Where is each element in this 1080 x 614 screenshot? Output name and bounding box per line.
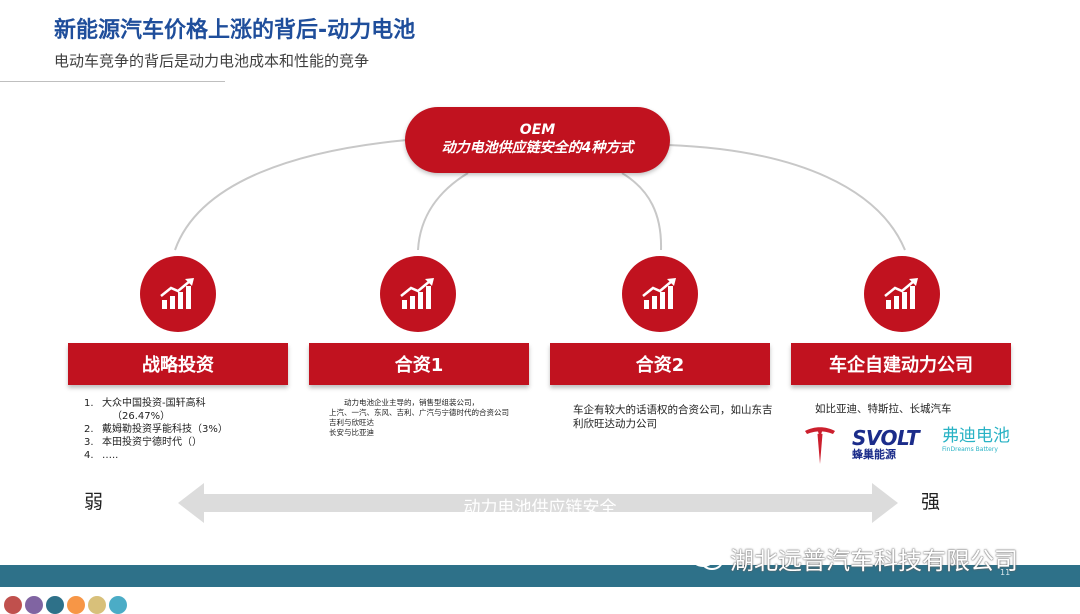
findreams-logo: 弗迪电池 FinDreams Battery	[942, 426, 1022, 460]
connector-line-2	[417, 172, 469, 251]
supply-chain-arrow	[178, 483, 898, 523]
connector-line-1	[174, 139, 408, 251]
color-dot	[109, 596, 127, 614]
growth-chart-icon	[160, 278, 194, 309]
watermark-text: 湖北远普汽车科技有限公司	[730, 547, 1018, 575]
oem-pill: OEM 动力电池供应链安全的4种方式	[405, 107, 670, 173]
connector-line-3	[621, 172, 663, 251]
title-divider	[0, 81, 225, 82]
category-icon-circle-4	[864, 256, 940, 332]
jv1-line: 吉利与欣旺达	[329, 418, 374, 427]
svolt-logo: SVOLT 蜂巢能源	[852, 428, 932, 462]
category-icon-circle-1	[140, 256, 216, 332]
watermark: 湖北远普汽车科技有限公司	[690, 541, 1018, 576]
findreams-logo-en: FinDreams Battery	[942, 446, 998, 453]
scale-strong-label: 强	[921, 491, 941, 513]
page-number: 11	[1000, 568, 1011, 577]
category-icon-circle-2	[380, 256, 456, 332]
self-built-text: 如比亚迪、特斯拉、长城汽车	[815, 403, 952, 415]
category-icon-circle-3	[622, 256, 698, 332]
scale-weak-label: 弱	[84, 491, 104, 513]
connector-line-4	[667, 144, 906, 251]
category-joint-venture-1: 合资1	[309, 343, 529, 385]
category-joint-venture-2: 合资2	[550, 343, 770, 385]
color-dot	[46, 596, 64, 614]
wechat-icon	[691, 546, 723, 570]
strategic-investment-list: 1.大众中国投资-国轩高科 （26.47%） 2.戴姆勒投资孚能科技（3%） 3…	[84, 397, 228, 462]
growth-chart-icon	[884, 278, 918, 309]
list-item: 2.戴姆勒投资孚能科技（3%）	[84, 424, 228, 435]
growth-chart-icon	[400, 278, 434, 309]
oem-subtitle: 动力电池供应链安全的4种方式	[441, 140, 634, 156]
tesla-logo	[805, 427, 835, 464]
footer-band	[0, 565, 1080, 587]
joint-venture-2-text: 车企有较大的话语权的合资公司，如山东吉利欣旺达动力公司	[573, 404, 773, 430]
color-dot	[67, 596, 85, 614]
list-item: （26.47%）	[112, 411, 171, 422]
category-self-built: 车企自建动力公司	[791, 343, 1011, 385]
svolt-logo-text: SVOLT	[852, 426, 920, 450]
list-item: 1.大众中国投资-国轩高科	[84, 398, 206, 409]
list-item: 4.…..	[84, 450, 119, 461]
color-dot	[4, 596, 22, 614]
page-title: 新能源汽车价格上涨的背后-动力电池	[54, 18, 416, 43]
color-dot	[88, 596, 106, 614]
joint-venture-1-text: 动力电池企业主导的，销售型组装公司， 上汽、一汽、东风、吉利、广汽与宁德时代的合…	[329, 398, 529, 438]
supply-chain-arrow-label: 动力电池供应链安全	[463, 498, 617, 518]
growth-chart-icon	[642, 278, 676, 309]
oem-title: OEM	[519, 122, 556, 138]
category-strategic-investment: 战略投资	[68, 343, 288, 385]
jv1-line: 动力电池企业主导的，销售型组装公司，	[344, 398, 479, 407]
page-subtitle: 电动车竞争的背后是动力电池成本和性能的竞争	[54, 52, 370, 70]
list-item: 3.本田投资宁德时代（）	[84, 437, 202, 448]
jv1-line: 长安与比亚迪	[329, 428, 374, 437]
jv1-line: 上汽、一汽、东风、吉利、广汽与宁德时代的合资公司	[329, 408, 509, 417]
svolt-logo-cn: 蜂巢能源	[852, 448, 896, 461]
findreams-logo-cn: 弗迪电池	[942, 426, 1010, 446]
color-dot	[25, 596, 43, 614]
